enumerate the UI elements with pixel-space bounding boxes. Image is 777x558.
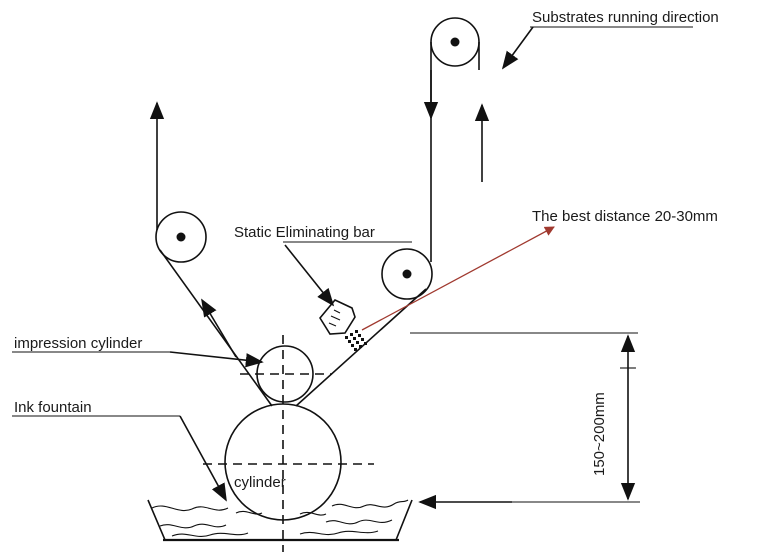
impression-label-leader: [12, 351, 264, 368]
height-dimension: [410, 332, 640, 510]
substrates-direction-label: Substrates running direction: [532, 9, 719, 26]
impression-cylinder-label: impression cylinder: [14, 335, 142, 352]
cylinder-label: cylinder: [234, 474, 286, 491]
best-distance-label: The best distance 20-30mm: [532, 208, 718, 225]
web-left-arrow: [201, 298, 237, 358]
static-eliminating-bar: [319, 299, 367, 351]
static-bar-label: Static Eliminating bar: [234, 224, 375, 241]
height-dimension-label: 150~200mm: [591, 392, 608, 476]
static-bar-label-leader: [283, 241, 412, 307]
ink-fountain-label-leader: [12, 415, 227, 502]
ink-fountain-label: Ink fountain: [14, 399, 92, 416]
right-guide-roller: [381, 248, 433, 300]
left-guide-roller: [155, 211, 207, 263]
top-guide-roller: [430, 17, 480, 67]
best-distance-pointer: [361, 226, 555, 331]
substrates-label-leader: [501, 26, 693, 70]
web-left-incline: [159, 249, 273, 407]
ink-fountain-tray: [147, 499, 413, 542]
